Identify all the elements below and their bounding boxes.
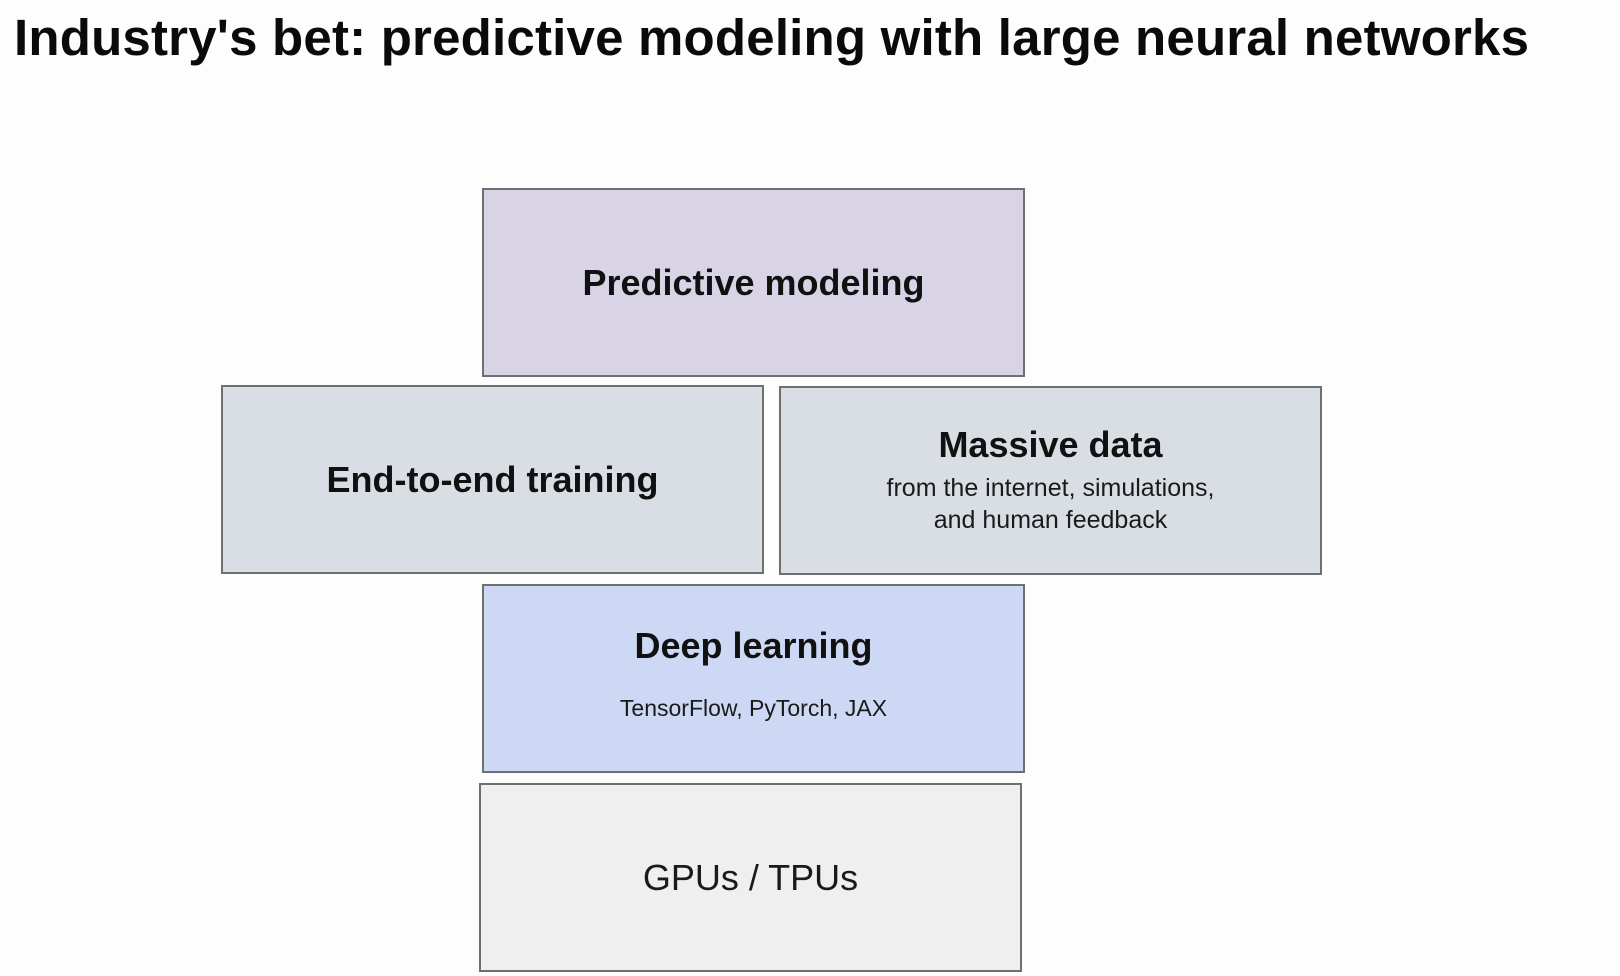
- massive-data-description: from the internet, simulations, and huma…: [887, 472, 1215, 537]
- end-to-end-training-block: End-to-end training: [221, 385, 764, 574]
- end-to-end-training-heading: End-to-end training: [326, 458, 659, 500]
- hardware-block: GPUs / TPUs: [479, 783, 1022, 972]
- massive-data-heading: Massive data: [938, 424, 1163, 466]
- deep-learning-block: Deep learning TensorFlow, PyTorch, JAX: [482, 584, 1025, 773]
- slide-title: Industry's bet: predictive modeling with…: [14, 9, 1530, 66]
- massive-data-block: Massive data from the internet, simulati…: [779, 386, 1322, 575]
- predictive-modeling-block: Predictive modeling: [482, 188, 1025, 377]
- deep-learning-heading: Deep learning: [634, 624, 873, 666]
- predictive-modeling-heading: Predictive modeling: [582, 261, 925, 303]
- massive-data-description-line-2: and human feedback: [933, 506, 1168, 535]
- hardware-label: GPUs / TPUs: [642, 856, 859, 898]
- deep-learning-frameworks: TensorFlow, PyTorch, JAX: [619, 695, 888, 722]
- massive-data-description-line-1: from the internet, simulations,: [886, 473, 1215, 502]
